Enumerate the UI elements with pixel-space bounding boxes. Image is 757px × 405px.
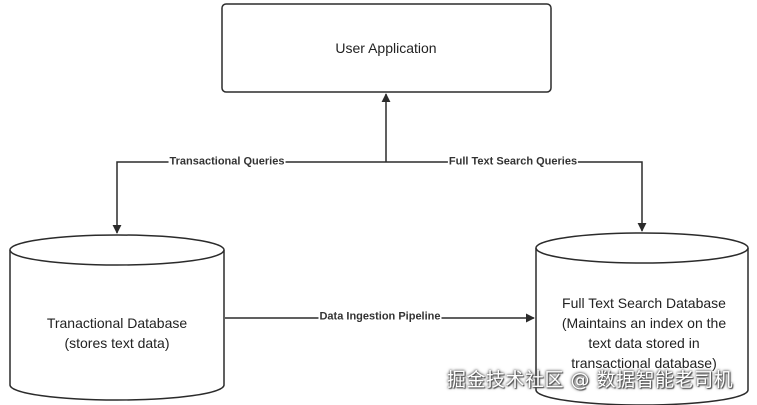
fts-database-title: Full Text Search Database (562, 295, 726, 311)
full-text-search-queries-arrow (386, 161, 647, 232)
fts-database-note-line-1: (Maintains an index on the (561, 315, 727, 331)
fts-database-note-line-3: transactional database) (571, 355, 717, 371)
watermark-text: 掘金技术社区 @ 数据智能老司机 (447, 369, 734, 391)
full-text-search-database-cylinder (535, 232, 749, 405)
user-application-box (221, 3, 552, 93)
transactional-database-label: Tranactional Database (stores text data) (47, 313, 187, 353)
transactional-database-note: (stores text data) (64, 335, 170, 351)
fts-database-note-line-2: text data stored in (588, 335, 700, 351)
transactional-queries-label: Transactional Queries (168, 155, 286, 169)
data-ingestion-pipeline-label: Data Ingestion Pipeline (318, 310, 442, 324)
transactional-database-title: Tranactional Database (46, 315, 188, 331)
full-text-search-queries-label: Full Text Search Queries (447, 155, 579, 169)
full-text-search-database-label: Full Text Search Database (Maintains an … (562, 293, 726, 373)
transactional-database-cylinder (9, 234, 225, 401)
transactional-queries-arrow (112, 161, 386, 234)
user-application-label: User Application (335, 40, 437, 56)
